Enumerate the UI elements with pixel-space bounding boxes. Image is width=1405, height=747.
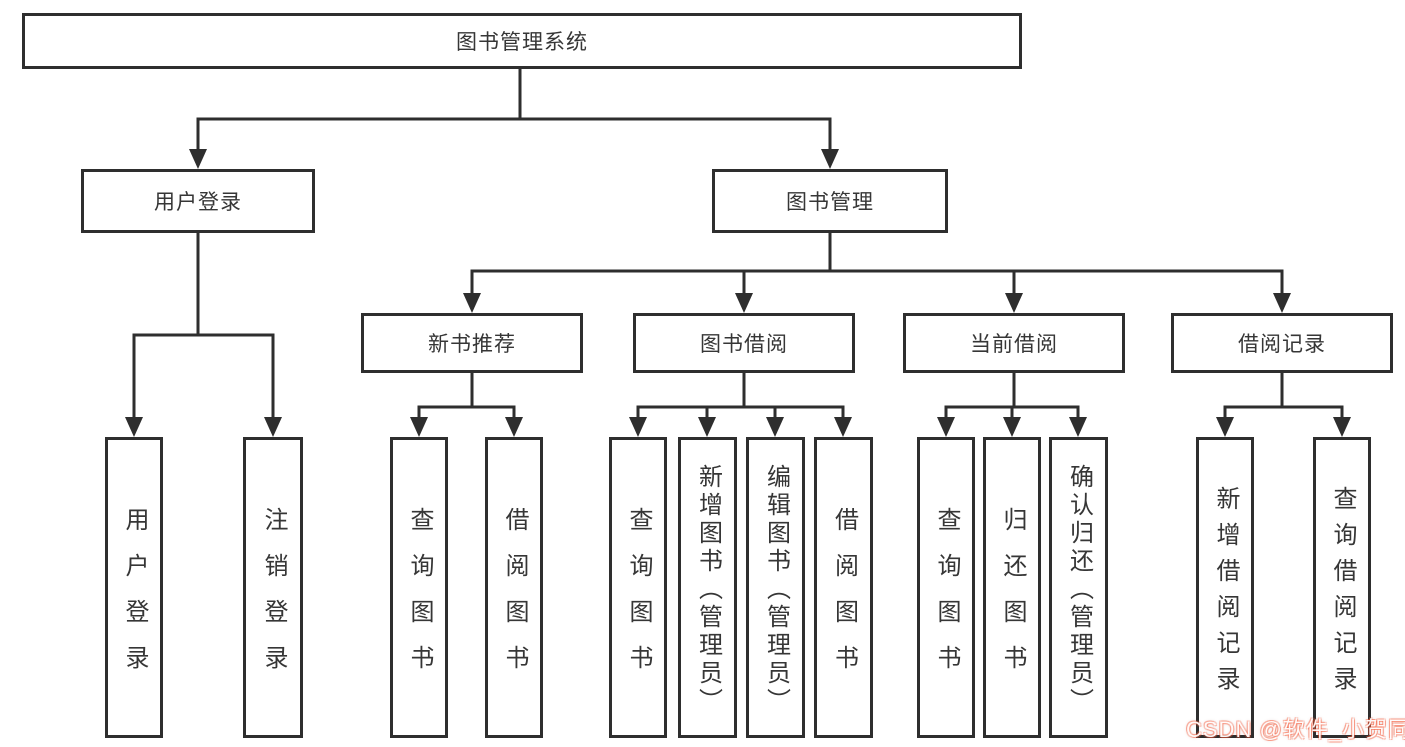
node-book-borrowing: 图书借阅	[633, 313, 855, 373]
leaf-edit-book-admin-label: 编辑图书（管理员）	[762, 463, 790, 716]
leaf-add-book-admin: 新增图书（管理员）	[678, 437, 737, 738]
leaf-edit-book-admin: 编辑图书（管理员）	[746, 437, 805, 738]
leaf-user-login-label: 用户登录	[121, 506, 148, 691]
leaf-confirm-return-admin-label: 确认归还（管理员）	[1065, 463, 1093, 716]
leaf-query-book-current: 查询图书	[917, 437, 975, 738]
leaf-borrow-book-recommend: 借阅图书	[485, 437, 543, 738]
leaf-borrow-book-borrowing-label: 借阅图书	[830, 506, 858, 691]
node-book-management: 图书管理	[712, 169, 948, 233]
leaf-query-borrow-record-label: 查询借阅记录	[1329, 485, 1356, 702]
leaf-logout-label: 注销登录	[260, 506, 287, 691]
csdn-watermark: CSDN @软件_小贺同学	[1186, 717, 1405, 742]
leaf-query-book-borrowing-label: 查询图书	[625, 506, 652, 691]
leaf-query-book-recommend: 查询图书	[390, 437, 448, 738]
node-new-book-recommend: 新书推荐	[361, 313, 583, 373]
node-user-login: 用户登录	[81, 169, 315, 233]
leaf-add-borrow-record-label: 新增借阅记录	[1212, 485, 1239, 702]
leaf-confirm-return-admin: 确认归还（管理员）	[1049, 437, 1108, 738]
leaf-query-book-current-label: 查询图书	[933, 506, 960, 691]
leaf-add-book-admin-label: 新增图书（管理员）	[694, 463, 722, 716]
leaf-logout: 注销登录	[243, 437, 303, 738]
leaf-query-book-recommend-label: 查询图书	[406, 506, 433, 691]
leaf-borrow-book-borrowing: 借阅图书	[814, 437, 873, 738]
leaf-user-login: 用户登录	[105, 437, 163, 738]
leaf-query-book-borrowing: 查询图书	[609, 437, 667, 738]
leaf-return-book-label: 归还图书	[999, 506, 1026, 691]
leaf-borrow-book-recommend-label: 借阅图书	[501, 506, 528, 691]
leaf-return-book: 归还图书	[983, 437, 1041, 738]
node-borrowing-records: 借阅记录	[1171, 313, 1393, 373]
leaf-query-borrow-record: 查询借阅记录	[1313, 437, 1371, 738]
node-root-library-system: 图书管理系统	[22, 13, 1022, 69]
leaf-add-borrow-record: 新增借阅记录	[1196, 437, 1254, 738]
node-current-borrowing: 当前借阅	[903, 313, 1125, 373]
